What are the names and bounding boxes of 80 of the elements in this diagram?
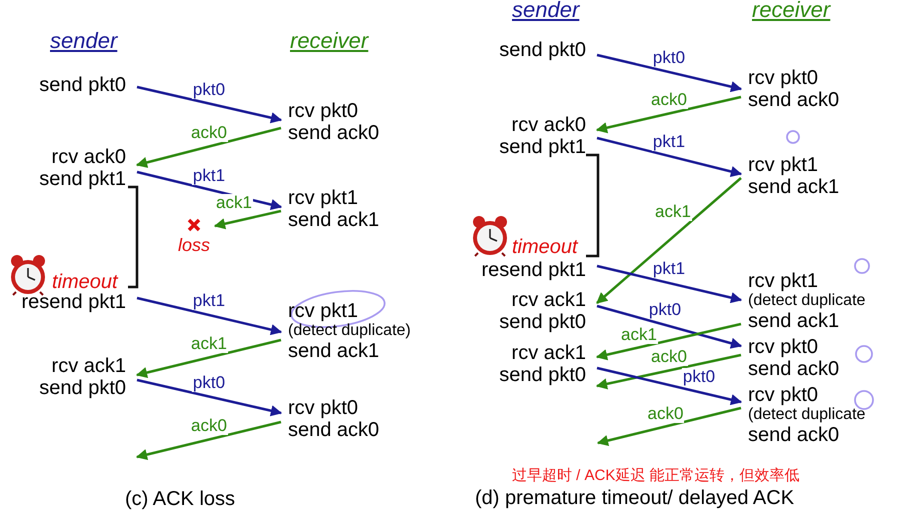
arrow bbox=[596, 366, 742, 406]
edge-label: ack1 bbox=[190, 334, 228, 352]
step-text: rcv pkt0 bbox=[748, 336, 818, 358]
edge-label: ack0 bbox=[650, 348, 688, 366]
edge-label: ack1 bbox=[620, 326, 658, 344]
column-heading: receiver bbox=[290, 29, 368, 53]
edge-label: ack0 bbox=[650, 90, 688, 108]
arrow bbox=[596, 264, 742, 304]
step-text: rcv ack1 bbox=[512, 342, 586, 364]
arrow bbox=[214, 210, 282, 230]
arrow bbox=[136, 420, 282, 460]
step-text: rcv pkt1 bbox=[288, 300, 358, 322]
arrow bbox=[596, 322, 742, 360]
step-text: send ack0 bbox=[288, 122, 380, 144]
edge-label: pkt0 bbox=[192, 80, 226, 98]
step-text: rcv pkt0 bbox=[288, 100, 358, 122]
edge-label: pkt1 bbox=[192, 166, 226, 184]
arrow bbox=[596, 96, 742, 134]
step-text: (detect duplicate bbox=[748, 292, 866, 310]
arrow bbox=[136, 86, 282, 124]
edge-label: pkt0 bbox=[652, 49, 686, 67]
edge-label: ack0 bbox=[646, 404, 684, 422]
edge-label: ack1 bbox=[215, 194, 253, 212]
step-text: send ack1 bbox=[748, 310, 840, 332]
step-text: send pkt0 bbox=[499, 364, 586, 386]
step-text: send ack0 bbox=[748, 424, 840, 446]
arrow bbox=[596, 354, 742, 390]
step-text: rcv ack1 bbox=[52, 355, 126, 377]
timeout-label: timeout bbox=[512, 236, 578, 258]
step-text: resend pkt1 bbox=[481, 259, 586, 281]
step-text: rcv pkt0 bbox=[748, 67, 818, 89]
edge-label: ack0 bbox=[190, 416, 228, 434]
edge-label: pkt1 bbox=[652, 260, 686, 278]
step-text: send ack0 bbox=[748, 89, 840, 111]
column-heading: sender bbox=[50, 29, 118, 53]
step-text: (detect duplicate) bbox=[288, 322, 411, 340]
loss-label: loss bbox=[178, 234, 210, 256]
edge-label: ack0 bbox=[190, 124, 228, 142]
note-text: 过早超时 / ACK延迟 能正常运转，但效率低 bbox=[512, 466, 800, 486]
step-text: resend pkt1 bbox=[21, 291, 126, 313]
arrow bbox=[136, 126, 282, 168]
step-text: send pkt0 bbox=[39, 377, 126, 399]
step-text: send pkt1 bbox=[499, 136, 586, 158]
arrow bbox=[596, 304, 742, 349]
step-text: rcv ack1 bbox=[512, 289, 586, 311]
edge-label: pkt1 bbox=[192, 292, 226, 310]
arrow bbox=[596, 406, 742, 446]
edge-label: pkt0 bbox=[682, 368, 716, 386]
step-text: send ack0 bbox=[288, 419, 380, 441]
step-text: rcv pkt1 bbox=[748, 154, 818, 176]
step-text: (detect duplicate bbox=[748, 406, 866, 424]
step-text: send pkt0 bbox=[499, 39, 586, 61]
step-text: send pkt1 bbox=[39, 168, 126, 190]
arrow bbox=[136, 296, 282, 336]
step-text: send pkt0 bbox=[39, 74, 126, 96]
arrow bbox=[136, 378, 282, 416]
step-text: rcv pkt1 bbox=[288, 187, 358, 209]
edge-label: ack1 bbox=[654, 202, 692, 220]
edge-label: pkt0 bbox=[192, 374, 226, 392]
step-text: rcv pkt1 bbox=[748, 270, 818, 292]
caption: (d) premature timeout/ delayed ACK bbox=[475, 486, 794, 510]
arrow bbox=[596, 177, 742, 304]
column-heading: receiver bbox=[752, 0, 830, 22]
step-text: send ack1 bbox=[288, 340, 380, 362]
step-text: rcv ack0 bbox=[512, 114, 586, 136]
step-text: send ack1 bbox=[748, 176, 840, 198]
step-text: send ack1 bbox=[288, 209, 380, 231]
step-text: rcv pkt0 bbox=[288, 397, 358, 419]
timeout-label: timeout bbox=[52, 271, 118, 293]
arrow bbox=[596, 136, 742, 177]
arrow bbox=[136, 338, 282, 378]
column-heading: sender bbox=[512, 0, 580, 22]
step-text: rcv pkt0 bbox=[748, 384, 818, 406]
caption: (c) ACK loss bbox=[125, 487, 236, 511]
edge-label: pkt0 bbox=[648, 301, 682, 319]
step-text: rcv ack0 bbox=[52, 146, 126, 168]
edge-label: pkt1 bbox=[652, 133, 686, 151]
step-text: send ack0 bbox=[748, 358, 840, 380]
step-text: send pkt0 bbox=[499, 311, 586, 333]
arrow bbox=[596, 54, 742, 92]
